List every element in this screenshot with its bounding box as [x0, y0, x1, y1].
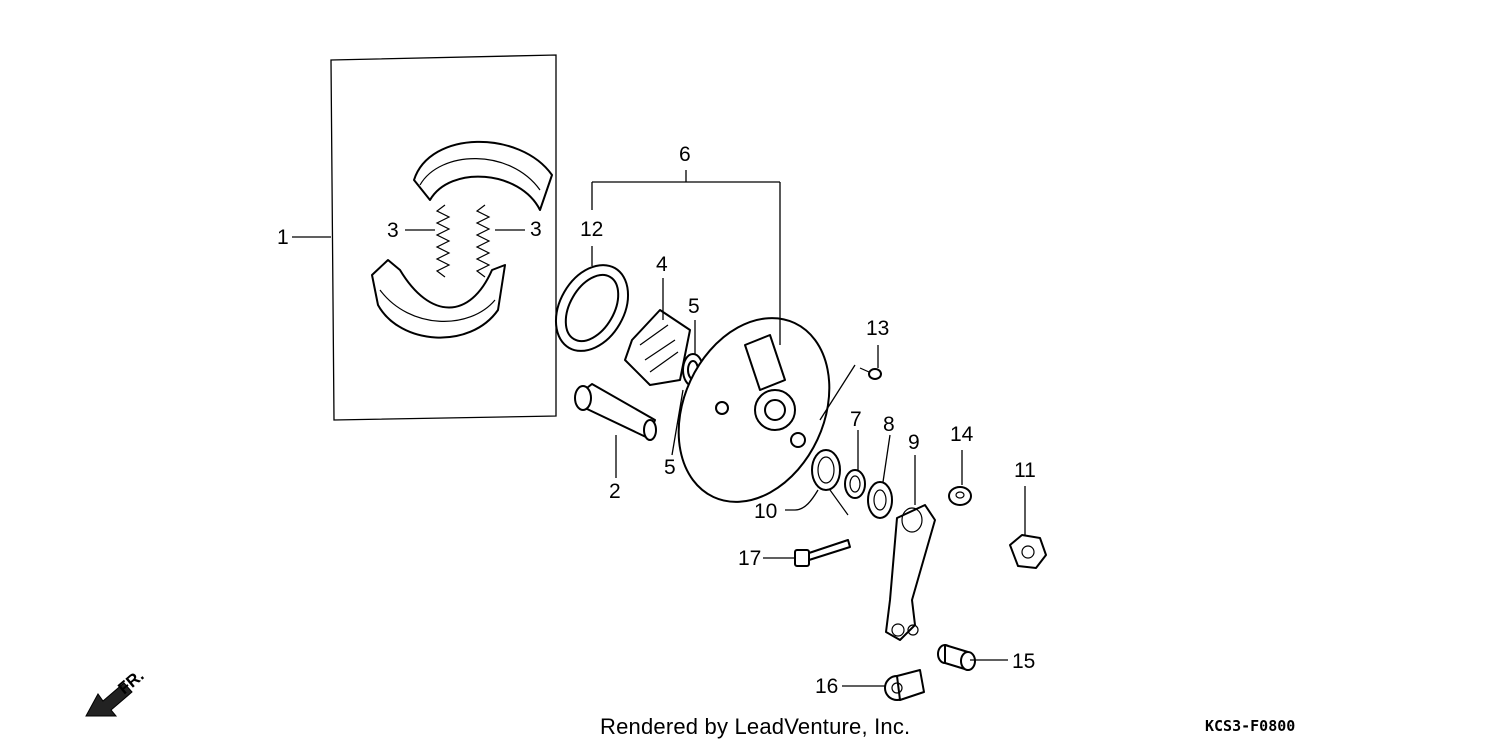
seal-washer[interactable] [867, 481, 893, 519]
callout-17: 17 [738, 547, 761, 570]
brake-shoes[interactable] [371, 140, 553, 339]
brake-arm[interactable] [885, 504, 936, 641]
shoe-springs[interactable] [435, 204, 491, 278]
callout-7: 7 [850, 408, 862, 431]
callout-9: 9 [908, 431, 920, 454]
callout-3-left: 3 [387, 219, 399, 242]
small-nut[interactable] [948, 486, 972, 506]
return-spring[interactable] [811, 449, 849, 516]
callout-12: 12 [580, 218, 603, 241]
callout-3-right: 3 [530, 218, 542, 241]
callout-4: 4 [656, 253, 668, 276]
callout-16: 16 [815, 675, 838, 698]
callout-5-bottom: 5 [664, 456, 676, 479]
flange-nut[interactable] [1009, 534, 1047, 569]
leader-lines [292, 170, 1026, 687]
brake-shoe-set-box [330, 54, 557, 421]
joint-pin[interactable] [937, 644, 976, 671]
callout-1: 1 [277, 226, 289, 249]
callout-13: 13 [866, 317, 889, 340]
callout-11: 11 [1014, 459, 1036, 482]
callout-8: 8 [883, 413, 895, 436]
brake-cam[interactable] [574, 383, 657, 441]
front-direction-arrow-icon: FR. [85, 666, 148, 717]
callout-10: 10 [754, 500, 777, 523]
callout-5-top: 5 [688, 295, 700, 318]
brake-panel[interactable] [650, 293, 858, 526]
seal-ring[interactable] [541, 252, 642, 364]
wear-indicator[interactable] [624, 309, 691, 386]
bolt[interactable] [794, 539, 851, 567]
collar[interactable] [884, 669, 925, 701]
callout-14: 14 [950, 423, 974, 446]
washer[interactable] [844, 469, 866, 499]
render-credit: Rendered by LeadVenture, Inc. [600, 714, 911, 739]
callout-6: 6 [679, 143, 691, 166]
diagram-code: KCS3-F0800 [1205, 717, 1296, 735]
callout-labels: 1 2 3 3 4 5 5 6 7 8 9 10 11 12 13 14 15 … [277, 143, 1036, 698]
callout-15: 15 [1012, 650, 1035, 673]
callout-2: 2 [609, 480, 621, 503]
screw[interactable] [859, 367, 882, 380]
